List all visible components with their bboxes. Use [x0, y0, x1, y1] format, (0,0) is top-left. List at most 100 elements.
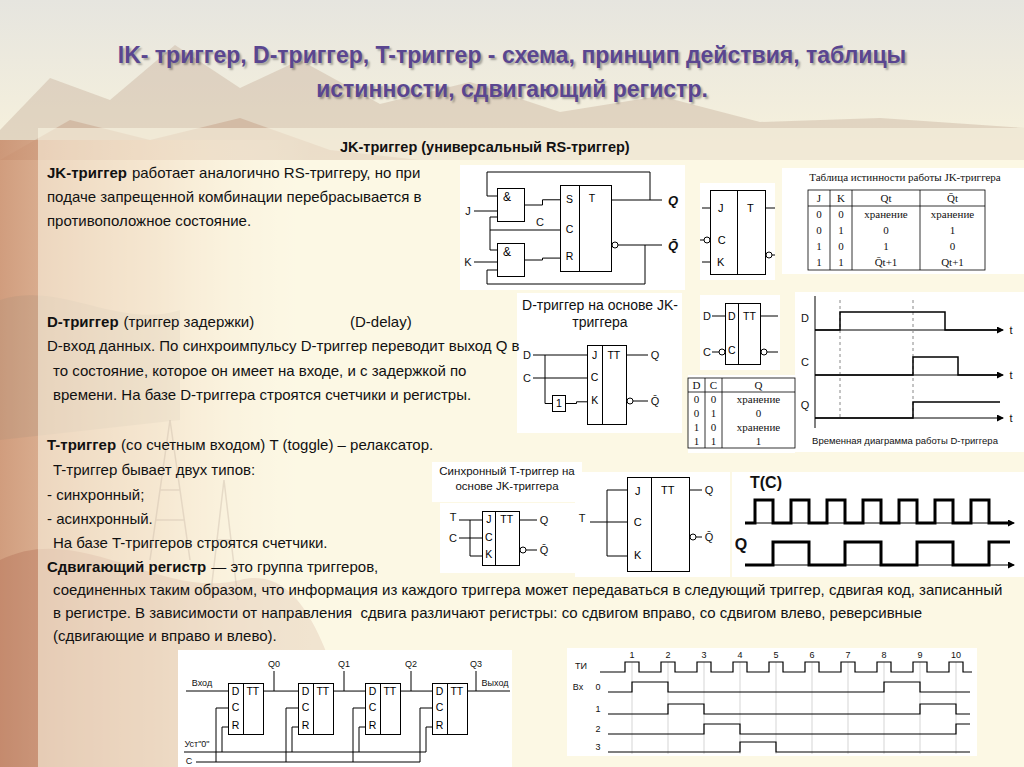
- pin-name: R: [232, 721, 240, 733]
- pin-name: TT: [607, 350, 620, 362]
- rs-flip-flop-box: STCR: [560, 185, 612, 272]
- table-cell-text: 0: [756, 407, 762, 419]
- text-block: D-триггер на основе JK-триггера: [520, 297, 680, 331]
- text-block: 0: [816, 208, 822, 220]
- pin-name: J: [635, 485, 641, 497]
- pin-name: D: [436, 686, 444, 698]
- body-text: T-триггер: [47, 436, 116, 453]
- signal-name: t: [1009, 369, 1012, 381]
- wrap-spacer: [473, 555, 1013, 578]
- text-block: - синхронный;: [47, 483, 144, 507]
- d-flip-flop-box: DTTCR: [365, 683, 401, 735]
- pin-name: C: [302, 702, 310, 714]
- text-block: D: [801, 312, 809, 324]
- pin-name: T: [589, 193, 595, 205]
- signal-name: t: [1009, 412, 1012, 424]
- pin-divider: [313, 684, 314, 734]
- inversion-bubble: [520, 547, 526, 553]
- text-block: Q: [755, 379, 763, 391]
- circuit-wire: [474, 211, 497, 262]
- text-block: работает аналогично RS-триггеру, но при …: [47, 161, 462, 233]
- text-block: Q2: [405, 659, 417, 669]
- signal-name: 6: [809, 650, 814, 660]
- text-block: - асинхронный.: [47, 507, 153, 531]
- table-cell-text: Q̄t+1: [875, 256, 898, 268]
- text-block: 0: [950, 240, 956, 252]
- text-block: K: [837, 192, 845, 204]
- circuit-wire: [184, 172, 778, 762]
- signal-name: Вх: [573, 682, 583, 692]
- text-block: J: [465, 205, 471, 217]
- pin-name: C: [634, 516, 642, 528]
- signal-name: 2: [665, 650, 670, 660]
- diagram-panel: [567, 648, 977, 756]
- text-block: Q: [540, 514, 549, 526]
- signal-name: C: [801, 356, 809, 368]
- inversion-bubble: [761, 349, 767, 355]
- text-block: хранение: [931, 208, 974, 220]
- text-block: Q̄: [651, 395, 660, 407]
- text-block: C: [710, 379, 717, 391]
- pin-name: 1: [556, 398, 562, 410]
- text-block: 2: [665, 650, 670, 660]
- text-block: T-триггер: [47, 433, 116, 457]
- signal-name: C: [523, 372, 531, 384]
- text-block: t: [1009, 324, 1012, 336]
- table-cell-text: 1: [838, 224, 844, 236]
- signal-waveform: [600, 662, 972, 672]
- diagram-panel: [178, 165, 1024, 767]
- signal-waveform: [608, 742, 970, 752]
- text-block: 1: [756, 435, 762, 447]
- and-gate: &: [497, 188, 525, 222]
- text-block: Q1: [338, 659, 350, 669]
- slide-background: [38, 128, 1024, 767]
- signal-name: Уст"0": [184, 739, 209, 749]
- text-block: Q̄: [540, 544, 549, 556]
- signal-name: 10: [951, 650, 961, 660]
- pin-name: TT: [246, 686, 259, 698]
- pin-divider: [651, 478, 652, 571]
- text-block: 1: [816, 240, 822, 252]
- wire-connector: [264, 691, 298, 692]
- signal-name: Q3: [470, 659, 482, 669]
- table-cell-text: 0: [838, 208, 844, 220]
- text-block: На базе T-триггеров строятся счетчики.: [53, 531, 328, 555]
- text-block: Q̄: [668, 238, 678, 253]
- signal-name: Q: [705, 484, 714, 496]
- table-cell-text: K: [837, 192, 845, 204]
- text-block: t: [1009, 412, 1012, 424]
- truth-table-grid: [808, 190, 985, 270]
- signal-name: Q̄: [540, 544, 549, 556]
- signal-name: Q̄: [651, 395, 660, 407]
- body-text: (со счетным входом) T (toggle) – релакса…: [121, 436, 433, 453]
- signal-name: T: [450, 511, 457, 523]
- pin-divider: [447, 684, 448, 734]
- jk-flip-flop-box: JTCK: [710, 190, 766, 275]
- text-block: — это группа триггеров, соединенных таки…: [47, 555, 1013, 647]
- text-block: 1: [629, 650, 634, 660]
- table-cell-text: 1: [711, 407, 717, 419]
- diagram-panel: [732, 472, 1024, 577]
- signal-waveform: [600, 312, 1010, 752]
- text-block: J: [817, 192, 821, 204]
- pin-name: S: [566, 195, 573, 207]
- pin-name: D: [302, 686, 310, 698]
- pin-name: T: [747, 202, 754, 214]
- pin-name: K: [634, 549, 641, 561]
- body-text: - асинхронный.: [47, 510, 153, 527]
- diagram-panel: [440, 503, 580, 573]
- signal-waveform: [815, 402, 1000, 418]
- pin-divider: [380, 684, 381, 734]
- table-cell-text: 0: [694, 393, 700, 405]
- signal-waveform: [608, 682, 970, 692]
- signal-name: Q2: [405, 659, 417, 669]
- body-text: (D-delay): [350, 313, 412, 330]
- text-block: Q: [801, 399, 810, 411]
- text-block: JK-триггер (универсальный RS-триггер): [340, 139, 630, 155]
- signal-name: 1: [595, 704, 600, 714]
- text-block: 0: [756, 407, 762, 419]
- pin-name: TT: [661, 484, 674, 496]
- signal-name: C: [449, 532, 457, 544]
